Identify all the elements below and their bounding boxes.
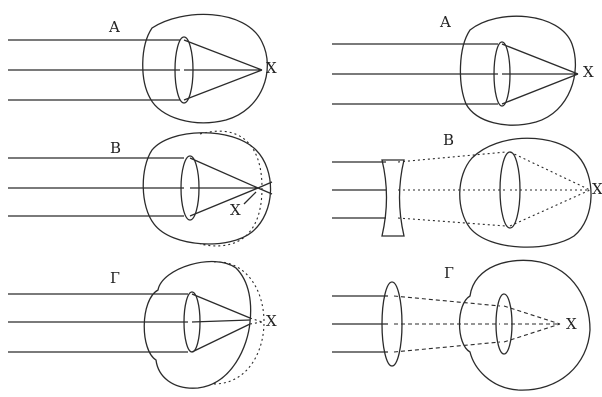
panel-letter-left-bottom: Г: [110, 269, 120, 287]
incoming-rays: [332, 295, 388, 353]
panel-left-mid: [8, 130, 273, 247]
eyeball-outline: [459, 15, 576, 126]
extended-rays: [249, 317, 263, 325]
eyeball-outline: [459, 137, 592, 248]
focus-label-left-mid: X: [230, 201, 241, 219]
normal-eye-outline: [213, 261, 265, 385]
converged-rays: [393, 295, 501, 353]
diverged-rays: [397, 151, 507, 227]
panel-right-mid: [332, 137, 592, 248]
panel-left-bottom: [8, 260, 265, 389]
eyeball-outline: [143, 260, 252, 389]
refracted-rays: [503, 305, 561, 343]
incoming-rays: [332, 43, 498, 105]
refracted-rays: [509, 151, 591, 227]
refracted-rays: [189, 157, 259, 217]
incoming-rays: [332, 161, 386, 219]
normal-eye-outline: [199, 130, 263, 247]
panel-right-bottom: [332, 259, 591, 391]
panel-letter-right-top: A: [440, 13, 451, 31]
focus-label-left-top: X: [266, 59, 277, 77]
panel-letter-left-top: A: [109, 18, 120, 36]
panel-left-top: [8, 13, 268, 124]
panel-letter-left-mid: B: [110, 139, 122, 157]
focus-label-right-bottom: X: [566, 315, 577, 333]
eyeball-outline: [142, 13, 268, 124]
panel-letter-right-bottom: Г: [444, 264, 454, 282]
refracted-rays: [183, 39, 263, 101]
focus-label-right-top: X: [583, 63, 594, 81]
concave-corrective-lens: [381, 159, 405, 237]
eyeball-outline: [458, 259, 591, 391]
panel-right-top: [332, 15, 579, 126]
refracted-rays: [501, 43, 579, 105]
incoming-rays: [8, 39, 180, 101]
diverging-rays-after-focus: [257, 181, 273, 195]
focus-label-right-mid: X: [592, 180, 602, 198]
panel-letter-right-mid: B: [443, 131, 455, 149]
incoming-rays: [8, 157, 184, 217]
incoming-rays: [8, 293, 188, 353]
focus-pointer: [243, 191, 257, 205]
refracted-rays: [191, 293, 251, 353]
eyeball-outline: [142, 132, 272, 245]
focus-label-left-bottom: X: [266, 312, 277, 330]
